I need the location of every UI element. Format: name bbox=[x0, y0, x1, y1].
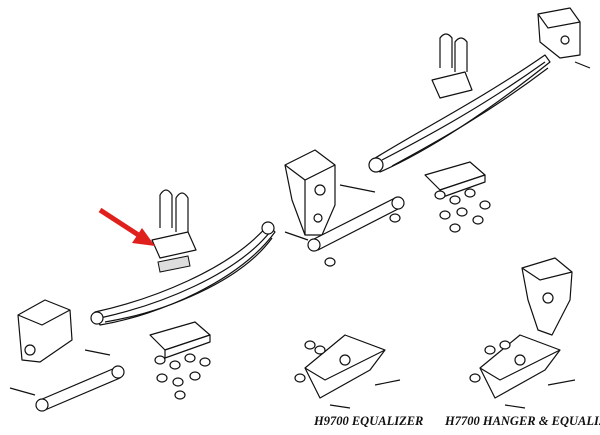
nut bbox=[434, 190, 446, 200]
nut bbox=[456, 207, 468, 217]
left-leaf-spring bbox=[90, 221, 276, 326]
nut bbox=[294, 373, 306, 383]
nut bbox=[472, 215, 484, 225]
nut bbox=[479, 200, 491, 210]
h7700-equalizer bbox=[479, 334, 576, 409]
nut bbox=[449, 223, 461, 233]
nut bbox=[154, 355, 166, 365]
nut bbox=[389, 213, 401, 223]
nut bbox=[314, 345, 326, 355]
right-hanger bbox=[537, 7, 591, 69]
left-spring-plate bbox=[149, 321, 211, 359]
adjustable-torque-arm bbox=[9, 349, 125, 412]
hardware-nuts bbox=[154, 188, 511, 400]
nut bbox=[464, 188, 476, 198]
nut bbox=[439, 210, 451, 220]
left-hanger bbox=[17, 299, 73, 363]
nut bbox=[174, 390, 186, 400]
red-arrow-indicator bbox=[98, 207, 155, 246]
nut bbox=[304, 340, 316, 350]
nut bbox=[156, 373, 168, 383]
nut bbox=[469, 373, 481, 383]
nut bbox=[189, 371, 201, 381]
h9700-caption: H9700 EQUALIZER bbox=[314, 414, 424, 428]
nut bbox=[484, 345, 496, 355]
h7700-hanger bbox=[521, 257, 573, 336]
h9700-equalizer bbox=[304, 334, 401, 409]
h7700-caption: H7700 HANGER & EQUALIZER bbox=[445, 414, 600, 428]
right-u-bolts bbox=[431, 33, 473, 99]
nut bbox=[199, 357, 211, 367]
nut bbox=[169, 360, 181, 370]
left-u-bolts bbox=[151, 189, 197, 273]
nut bbox=[499, 340, 511, 350]
nut bbox=[172, 377, 184, 387]
right-leaf-spring bbox=[368, 54, 551, 173]
nut bbox=[184, 353, 196, 363]
center-hanger bbox=[284, 149, 376, 236]
nut bbox=[324, 257, 336, 267]
nut bbox=[449, 195, 461, 205]
right-spring-plate bbox=[424, 161, 486, 199]
